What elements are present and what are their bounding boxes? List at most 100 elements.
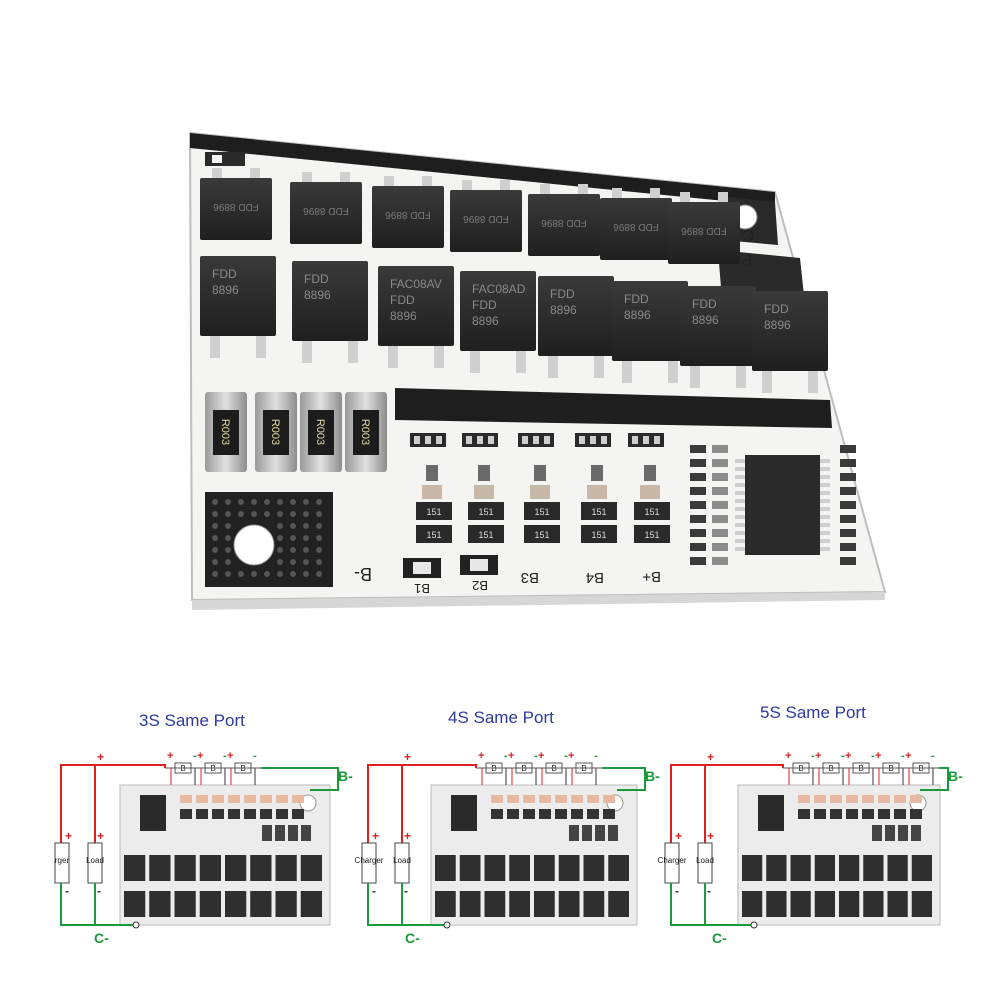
pad-label-b4: B4	[586, 569, 604, 586]
diag-5s-mosfet	[742, 855, 763, 881]
mosfet-top-3: FDD 8896	[372, 176, 444, 248]
shunt-mark: R003	[359, 419, 371, 445]
diag-4s-mosfet	[484, 891, 506, 917]
svg-text:+: +	[65, 829, 72, 843]
mosfet-bottom-mark: FDD	[304, 272, 329, 286]
shunt-resistor-3: R003	[300, 392, 342, 472]
mosfet-top-mark: FDD 8896	[541, 217, 587, 228]
pad-label-b-minus: B-	[354, 564, 372, 584]
svg-text:+: +	[404, 829, 411, 843]
svg-text:-: -	[372, 884, 376, 898]
diag-4s-mosfet	[558, 855, 580, 881]
svg-text:+: +	[675, 829, 682, 843]
top-stripe	[190, 133, 775, 206]
diag-4s-mosfet	[459, 891, 481, 917]
diag-3s-mosfet	[149, 855, 171, 881]
mosfet-row-bottom: FDD8896FDD8896FAC08AVFDD8896FAC08ADFDD88…	[200, 256, 828, 393]
pad-label-b2: B2	[472, 578, 488, 593]
diag-4s-mosfet	[534, 855, 555, 881]
small-res-mark: 151	[426, 507, 441, 517]
shunt-resistor-2: R003	[255, 392, 297, 472]
diag-4s-c-minus-label: C-	[405, 930, 420, 946]
diag-3s-cell-plus: +	[197, 750, 203, 762]
diag-5s-mosfet	[790, 855, 811, 881]
diag-4s-cell-minus: -	[534, 750, 538, 762]
small-res-mark: 151	[534, 530, 549, 540]
diag-5s-cell-minus: -	[811, 750, 815, 762]
mosfet-bottom-mark: 8896	[624, 308, 651, 322]
pad-b1: B1	[403, 558, 441, 596]
mosfet-bottom-mark: FDD	[624, 292, 649, 306]
diag-3s-mosfet	[124, 855, 146, 881]
diag-4s-mosfet	[608, 891, 629, 917]
diag-3s-c-minus-label: C-	[94, 930, 109, 946]
small-res-mark: 151	[478, 507, 493, 517]
mosfet-top-1: FDD 8896	[200, 168, 272, 240]
pad-label-b3: B3	[521, 569, 539, 586]
mosfet-top-mark: FDD 8896	[385, 209, 431, 220]
diagram-title-5s: 5S Same Port	[760, 703, 866, 722]
mounting-hole-bottom	[233, 524, 275, 566]
diag-4s-mosfet	[583, 855, 605, 881]
mosfet-bottom-mark: FDD	[390, 293, 415, 307]
diag-3s-cell-plus: +	[227, 750, 233, 762]
mosfet-top-6: FDD 8896	[600, 188, 672, 260]
diag-3s-mosfet	[300, 891, 322, 917]
pad-label-b1: B1	[414, 581, 430, 596]
diag-4s-mosfet	[459, 855, 481, 881]
diag-5s-mosfet	[790, 891, 811, 917]
diag-4s-mosfet	[509, 855, 530, 881]
svg-text:+: +	[707, 829, 714, 843]
shunt-resistor-4: R003	[345, 392, 387, 472]
diag-4s-cell-plus: +	[538, 750, 544, 762]
small-res-mark: 151	[426, 530, 441, 540]
mosfet-bottom-mark: FDD	[764, 302, 789, 316]
diag-4s-mosfet	[608, 855, 629, 881]
diag-4s-cell-plus: +	[568, 750, 574, 762]
diag-5s-cell-plus: +	[815, 750, 821, 762]
diag-5s-c-minus-label: C-	[712, 930, 727, 946]
diag-3s-mosfet	[250, 855, 272, 881]
diag-4s-mosfet	[509, 891, 530, 917]
diag-3s-mosfet	[300, 855, 322, 881]
diag-5s-load-label: Load	[696, 856, 714, 865]
diag-5s-mosfet	[814, 891, 835, 917]
diag-3s-mosfet	[225, 855, 247, 881]
mosfet-top-mark: FDD 8896	[303, 205, 349, 216]
shunt-resistor-1: R003	[205, 392, 247, 472]
diag-5s-cell-minus: -	[901, 750, 905, 762]
mosfet-top-mark: FDD 8896	[613, 221, 659, 232]
diag-5s-cell-plus: +	[905, 750, 911, 762]
diag-3s-cell-plus: +	[167, 750, 173, 762]
mosfet-bottom-mark: FAC08AV	[390, 277, 442, 291]
mosfet-bottom-mark: 8896	[304, 288, 331, 302]
connector-top-left	[205, 152, 245, 166]
mosfet-bottom-mark: 8896	[692, 313, 719, 327]
diag-3s-cell-minus: -	[253, 750, 257, 762]
diag-5s-mosfet	[863, 891, 884, 917]
mosfet-bottom-mark: 8896	[550, 303, 577, 317]
diag-5s-mosfet	[911, 891, 932, 917]
diag-4s-mosfet	[534, 891, 555, 917]
small-res-mark: 151	[644, 530, 659, 540]
diag-5s-mosfet	[839, 891, 860, 917]
diag-5s-cell-plus: +	[845, 750, 851, 762]
diag-4s-cell-plus: +	[478, 750, 484, 762]
small-res-mark: 151	[478, 530, 493, 540]
svg-text:+: +	[707, 750, 714, 764]
diag-5s-mosfet	[863, 855, 884, 881]
diag-5s-cell-minus: -	[931, 750, 935, 762]
svg-text:-: -	[97, 884, 101, 898]
diag-5s-mosfet	[887, 891, 908, 917]
mosfet-top-7: FDD 8896	[668, 192, 740, 264]
diag-3s-mosfet	[149, 891, 171, 917]
svg-text:-: -	[707, 884, 711, 898]
shunt-mark: R003	[269, 419, 281, 445]
diag-4s-b-minus-label: B-	[645, 768, 660, 784]
mosfet-bottom-mark: 8896	[472, 314, 499, 328]
diag-5s-mosfet	[742, 891, 763, 917]
